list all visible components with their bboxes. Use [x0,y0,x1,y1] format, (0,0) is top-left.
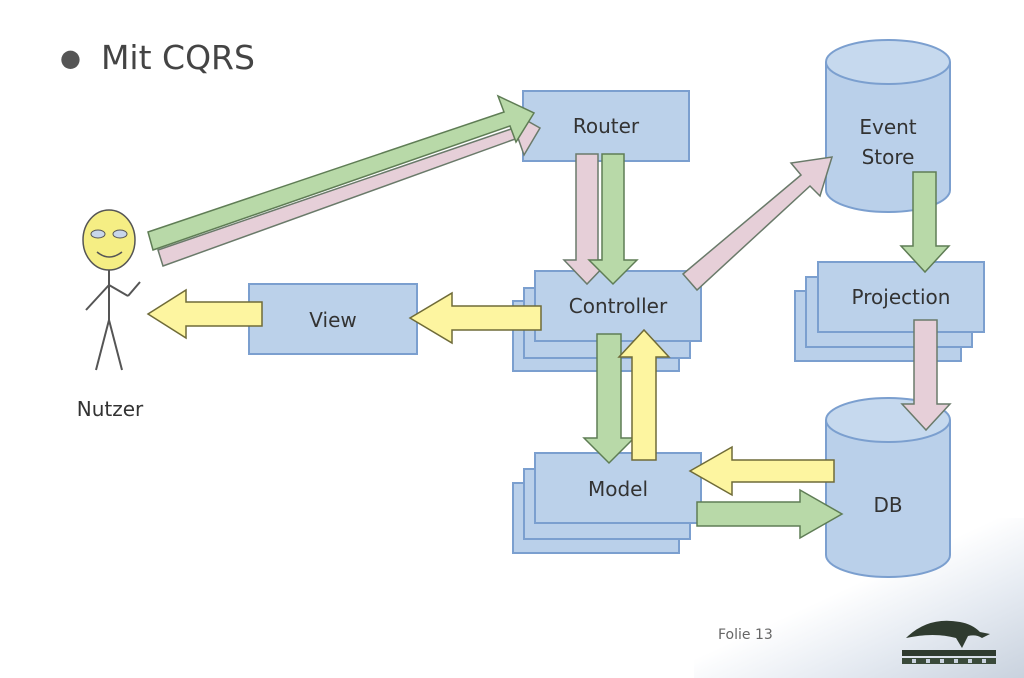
user-to-router-arrow-green [147,94,536,251]
controller-to-view-arrow [408,291,542,345]
projection-label: Projection [851,285,951,309]
model-to-db-arrow [696,488,844,540]
controller-label: Controller [568,294,668,318]
event-store-to-projection-arrow [899,171,951,274]
controller-to-event-store-arrow [681,156,834,292]
view-box[interactable] [248,283,418,355]
router-to-controller-arrow-green [587,153,639,286]
db-label: DB [873,493,903,517]
projection-to-db-arrow [900,319,952,432]
view-to-user-arrow [146,288,263,340]
slide-number: Folie 13 [718,627,773,643]
projection-box[interactable] [817,261,985,333]
router-to-controller-arrow-pink [562,153,612,286]
bird-logo-icon [902,620,996,664]
controller-to-model-arrow [582,333,636,465]
stick-figure-icon [82,209,141,371]
router-label: Router [572,114,640,138]
slide-title-row: ● Mit CQRS [60,38,255,77]
user-label: Nutzer [76,397,144,421]
model-to-controller-arrow [617,328,671,461]
db-to-model-arrow [688,445,835,497]
model-label: Model [587,477,649,501]
event-store-label-line1: Event [859,115,917,139]
bullet-icon: ● [60,43,81,72]
event-store-label-line2: Store [861,145,915,169]
slide-title: Mit CQRS [100,38,255,77]
view-label: View [309,308,357,332]
